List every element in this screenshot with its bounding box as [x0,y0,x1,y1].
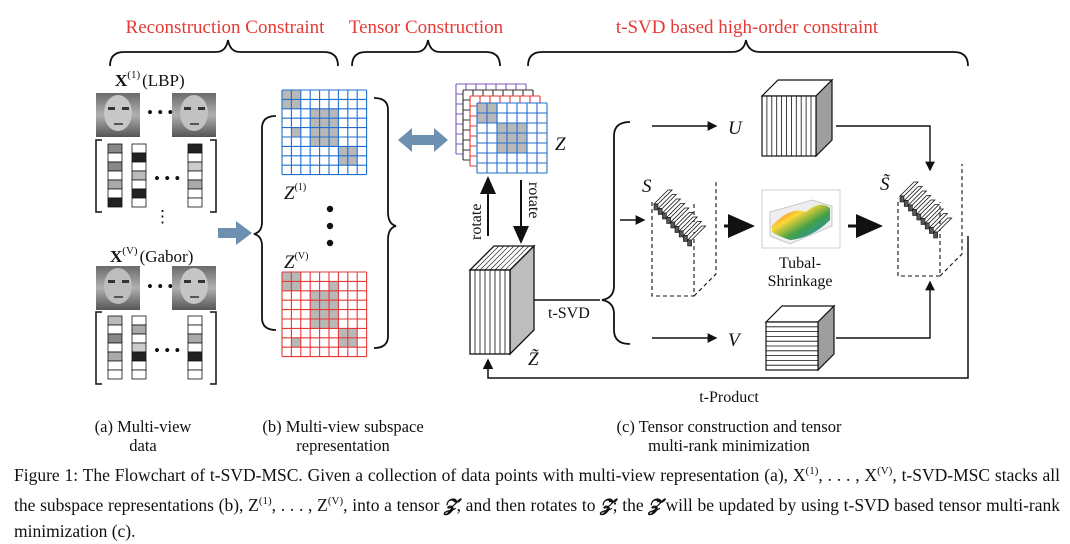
tsvd-label: t-SVD [548,305,590,322]
svg-text:Z(1): Z(1) [284,182,306,204]
subcaption-a-line1: (a) Multi-view [95,417,192,436]
tubal-label-line1: Tubal- [779,255,821,272]
faces-ellipsis: • • • [147,103,173,122]
rotate-down-label: rotate [525,182,542,218]
subcaption-a-line2: data [129,436,157,455]
views-dot [326,205,334,213]
tensor-z-stack [455,83,548,174]
views-vertical-dots: ⋮ [154,207,171,226]
view-1-group: X(1)(LBP) • • • • • • [95,69,217,213]
right-brace-b [373,97,397,349]
s-label: S [642,176,652,197]
feature-vector [107,143,123,208]
brace-tensor [351,39,501,67]
tubal-shrinkage-plot [761,189,841,249]
vectors-ellipsis: • • • [154,341,180,360]
vectors-ellipsis: • • • [154,169,180,188]
tensor-z-tilde-label: Z̃ [528,349,539,370]
feature-vector [187,315,203,380]
tproduct-label: t-Product [699,389,759,406]
svg-text:X(V)(Gabor): X(V)(Gabor) [110,245,193,266]
arrow-stack-tensor [398,128,448,152]
xv-superscript: (V) [122,245,138,257]
tensor-z-tilde [468,244,536,356]
tensor-z-label: Z [555,134,566,155]
views-dot [326,222,334,230]
zv-symbol: Z [284,252,295,273]
arrow-v-to-stilde [836,280,935,339]
u-label: U [728,118,743,139]
feature-vector [187,143,203,208]
v-label: V [728,330,742,351]
rotate-up-label: rotate [468,204,485,240]
svg-text:Z(V): Z(V) [284,251,308,273]
svg-text:X(1)(LBP): X(1)(LBP) [115,69,185,90]
arrow-data-to-subspace [218,221,252,245]
view-v-group: X(V)(Gabor) • • • • • • [95,245,217,385]
zv-grid [281,271,368,358]
subcaption-c-line2: multi-rank minimization [648,436,810,455]
arrow-u-to-stilde [836,125,935,172]
tubal-label-line2: Shrinkage [768,273,833,290]
faces-ellipsis: • • • [147,277,173,296]
s-tilde-label: S̃ [880,174,891,195]
feature-vector [107,315,123,380]
brace-reconstruction [109,39,339,67]
subcaption-c-line1: (c) Tensor construction and tensor [617,417,842,436]
v-tensor [764,304,836,372]
feature-vector [131,143,147,208]
xv-symbol: X [110,247,123,266]
brace-tsvd [527,39,969,67]
subcaption-b-line1: (b) Multi-view subspace [262,417,423,436]
section-title-tsvd: t-SVD based high-order constraint [616,17,879,38]
x1-feature: (LBP) [142,71,185,90]
feature-vector [131,315,147,380]
flowchart-figure: Reconstruction Constraint Tensor Constru… [95,17,969,455]
u-tensor [760,78,834,158]
tsvd-split-brace [601,121,631,345]
s-tensor [651,180,717,297]
x1-symbol: X [115,71,128,90]
views-dot [326,239,334,247]
tproduct-feedback-arrow [482,236,969,379]
x1-superscript: (1) [127,69,140,81]
figure-caption: Figure 1: The Flowchart of t-SVD-MSC. Gi… [14,464,1061,541]
subcaption-b-line2: representation [296,436,389,455]
zv-superscript: (V) [295,251,309,262]
z1-grid [281,89,368,176]
left-brace-b [253,115,277,331]
z1-symbol: Z [284,183,295,204]
section-title-reconstruction: Reconstruction Constraint [126,17,326,38]
s-tilde-tensor [897,164,963,277]
section-title-tensor: Tensor Construction [349,17,504,38]
xv-feature: (Gabor) [140,247,194,266]
z1-superscript: (1) [295,182,307,193]
